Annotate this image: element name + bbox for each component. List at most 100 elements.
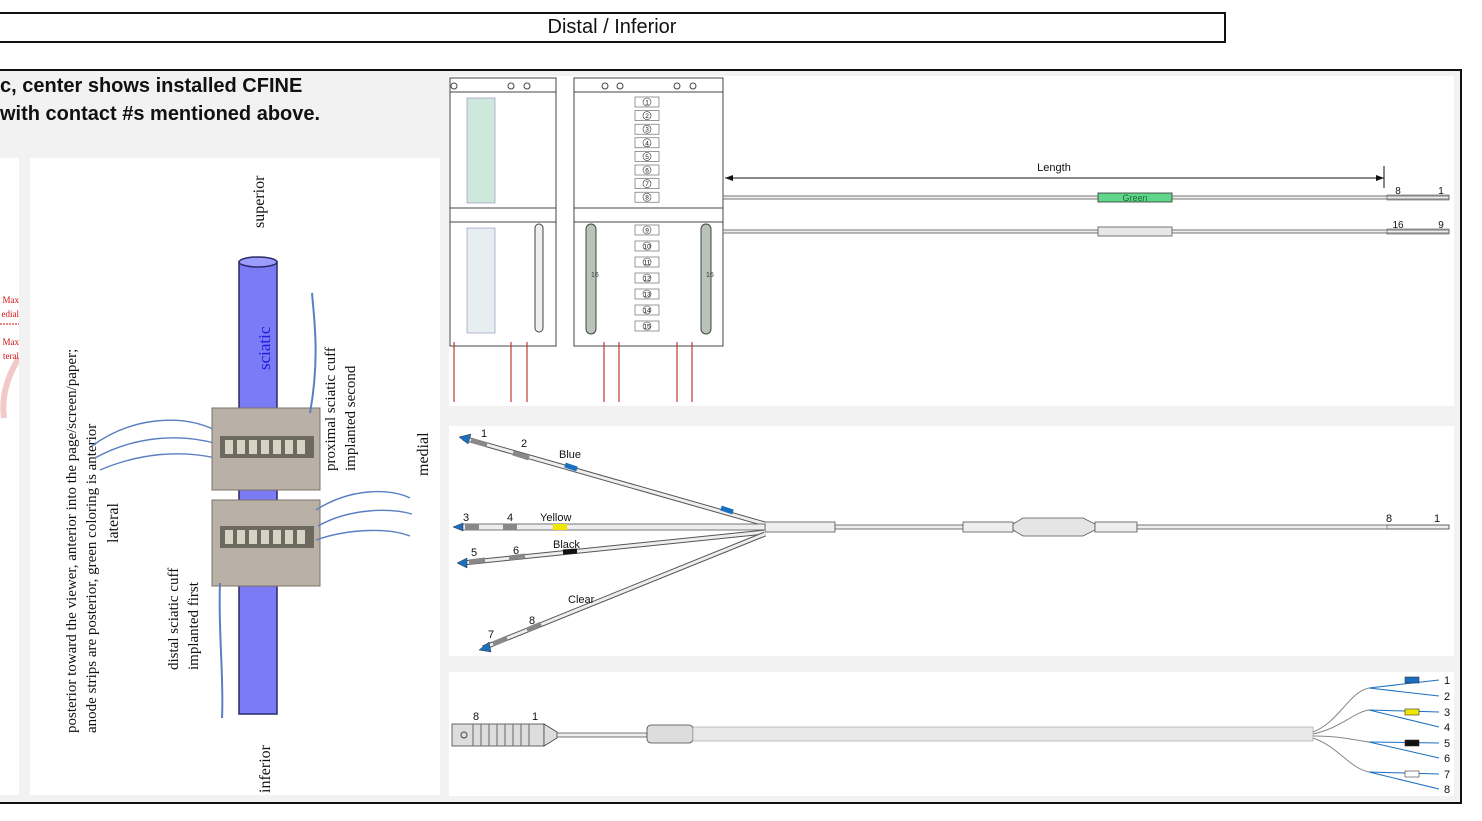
strip-label-left: 16 [591, 272, 599, 279]
trunk-lead-shape [834, 524, 964, 530]
branch-black-contact-6: 6 [513, 545, 519, 557]
pin-label-6: 6 [1444, 753, 1450, 765]
splitter-svg: 8 1 1 2 Blue 3 4 Yellow [452, 428, 1450, 653]
contact-circle-14 [642, 305, 652, 315]
cuff-placement-panel: posterior toward the viewer, anterior in… [30, 158, 440, 795]
contact-box-4 [634, 137, 660, 149]
trunk-end-label-8: 8 [1386, 513, 1392, 525]
pin-label-4: 4 [1444, 722, 1450, 734]
max-lateral-label-2: teral [3, 351, 19, 361]
contact-box-9 [634, 224, 660, 236]
pin-marker-clear [1404, 770, 1420, 778]
lead-1-end-label-8: 8 [1395, 186, 1401, 197]
contact-number-15: 15 [643, 324, 651, 331]
lead-2-contacts [1386, 228, 1450, 235]
pink-arc-shape [0, 356, 22, 419]
pin-marker-yellow [1404, 708, 1420, 716]
contact-box-15 [634, 320, 660, 332]
caption-line-2: with contact #s mentioned above. [0, 103, 321, 125]
superior-label: superior [251, 175, 268, 228]
pin-label-1: 1 [1444, 675, 1450, 687]
contact-number-10: 10 [643, 244, 651, 251]
trunk-end-label-1: 1 [1434, 513, 1440, 525]
branch-clear-contact-7: 7 [488, 629, 494, 641]
contact-circle-4 [642, 138, 652, 148]
contact-circle-1 [642, 97, 652, 107]
contact-number-1: 1 [645, 100, 649, 107]
branch-blue-label: Blue [559, 449, 581, 461]
max-medial-label-2: edial [2, 309, 20, 319]
contact-circle-6 [642, 165, 652, 175]
contact-circle-12 [642, 273, 652, 283]
pin-label-8: 8 [1444, 784, 1450, 796]
contact-box-12 [634, 272, 660, 284]
trunk-lead-right-shape [1136, 524, 1450, 530]
plug-label-1: 1 [532, 711, 538, 723]
pin-marker-blue [1404, 676, 1420, 684]
branch-blue-contact-1: 1 [481, 428, 487, 440]
contact-circle-3 [642, 124, 652, 134]
pin-label-3: 3 [1444, 707, 1450, 719]
figure-caption: c, center shows installed CFINE with con… [0, 72, 440, 156]
contact-number-5: 5 [645, 154, 649, 161]
pin-marker-black [1404, 739, 1420, 747]
strip-label-right: 16 [706, 272, 714, 279]
cuff-a-shape [449, 77, 557, 402]
branch-clear-contact-8: 8 [529, 615, 535, 627]
lead-2-shape [722, 229, 1450, 234]
cuff-b-shape [573, 77, 724, 402]
inferior-label: inferior [257, 744, 274, 793]
contact-circle-9 [642, 225, 652, 235]
contact-number-12: 12 [643, 276, 651, 283]
contact-number-14: 14 [643, 308, 651, 315]
contact-circle-10 [642, 241, 652, 251]
branch-black-label: Black [553, 539, 580, 551]
contact-number-8: 8 [645, 195, 649, 202]
lead-2-end-label-16: 16 [1392, 220, 1404, 231]
distal-cuff-shape [211, 490, 413, 719]
pin-label-5: 5 [1444, 738, 1450, 750]
length-arrow-right [1376, 175, 1384, 181]
contact-number-9: 9 [645, 228, 649, 235]
lateral-label: lateral [105, 502, 122, 543]
lead-1-contacts [1386, 194, 1450, 201]
branch-yellow-contact-4: 4 [507, 512, 513, 524]
left-sliver-svg: Max edial Max teral [0, 295, 22, 419]
contact-number-13: 13 [643, 292, 651, 299]
branch-yellow-label: Yellow [540, 512, 571, 524]
length-label: Length [1037, 162, 1071, 174]
splitter-hub-shape [764, 521, 836, 533]
contact-box-10 [634, 240, 660, 252]
left-sliver-panel: Max edial Max teral [0, 158, 22, 795]
branch-yellow-contact-3: 3 [463, 512, 469, 524]
max-medial-label-1: Max [3, 295, 20, 305]
branch-clear-shape [478, 531, 766, 653]
contact-number-3: 3 [645, 127, 649, 134]
pin-label-2: 2 [1444, 691, 1450, 703]
green-band-label: Green [1122, 193, 1147, 203]
contact-circle-5 [642, 152, 652, 161]
contact-number-4: 4 [645, 140, 649, 147]
nerve-top-cap [238, 256, 278, 268]
plug-label-8: 8 [473, 711, 479, 723]
contact-number-11: 11 [644, 260, 651, 267]
contact-box-14 [634, 304, 660, 316]
contact-number-6: 6 [645, 168, 649, 175]
contact-circle-11 [642, 257, 652, 267]
branch-clear-label: Clear [568, 594, 595, 606]
connector-plug-shape [451, 723, 1314, 747]
fanout-wires-shape [1312, 679, 1440, 790]
contact-box-5 [634, 151, 660, 162]
contact-circle-2 [642, 111, 652, 120]
trunk-sleeve-left [962, 521, 1014, 533]
lead-2-end-label-9: 9 [1438, 220, 1444, 231]
page-header: Distal / Inferior [0, 12, 1226, 43]
splitter-panel: 8 1 1 2 Blue 3 4 Yellow [449, 426, 1454, 656]
contact-box-13 [634, 288, 660, 300]
branch-blue-contact-2: 2 [521, 438, 527, 450]
cuff-placement-svg: posterior toward the viewer, anterior in… [64, 175, 432, 793]
contact-circle-7 [642, 179, 652, 188]
contact-box-6 [634, 164, 660, 176]
